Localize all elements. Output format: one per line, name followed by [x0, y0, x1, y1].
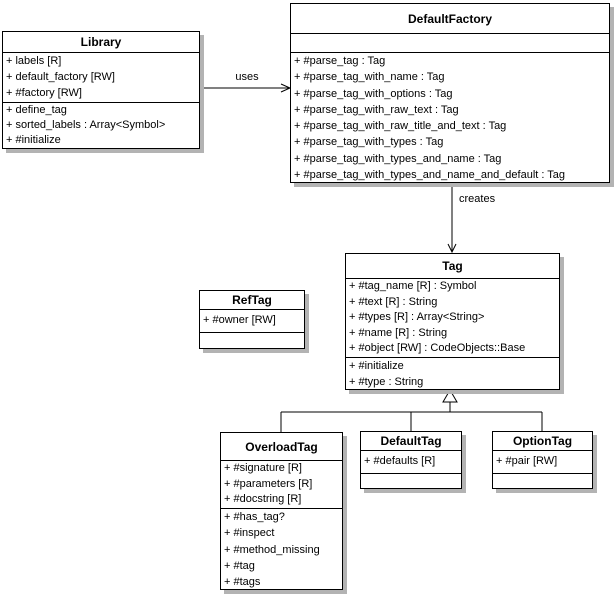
- member-row: + #tag_name [R] : Symbol: [349, 280, 477, 292]
- member-row: + #parse_tag_with_raw_text : Tag: [294, 103, 459, 116]
- member-row: + labels [R]: [6, 55, 62, 67]
- attributes-compartment: + #owner [RW]: [200, 310, 304, 333]
- uses-label: uses: [215, 71, 279, 83]
- member-row: + #owner [RW]: [203, 314, 276, 326]
- attributes-compartment: + #pair [RW]: [493, 451, 592, 474]
- member-row: + #method_missing: [224, 543, 320, 556]
- generalization-hollow-triangle: [442, 389, 458, 403]
- methods-compartment: [361, 474, 461, 488]
- attributes-compartment: + labels [R] + default_factory [RW] + #fac…: [3, 53, 199, 103]
- class-overloadtag[interactable]: OverloadTag + #signature [R] + #parameter…: [220, 432, 343, 590]
- class-title: DefaultFactory: [291, 4, 609, 34]
- member-row: + #name [R] : String: [349, 326, 448, 339]
- creates-open-arrowhead: [447, 243, 457, 254]
- member-row: + #object [RW] : CodeObjects::Base: [349, 342, 526, 355]
- methods-compartment: + define_tag + sorted_labels : Array<Symb…: [3, 103, 199, 148]
- member-row: + #tag: [224, 559, 255, 572]
- methods-compartment: + #has_tag? + #inspect + #method_missing + …: [221, 509, 342, 589]
- class-reftag[interactable]: RefTag + #owner [RW]: [199, 290, 305, 349]
- member-row: + #pair [RW]: [496, 455, 558, 467]
- member-row: + #types [R] : Array<String>: [349, 311, 485, 324]
- member-row: + #parse_tag_with_options : Tag: [294, 87, 453, 100]
- member-row: + #parse_tag_with_types_and_name_and_def…: [294, 169, 566, 182]
- attributes-compartment: + #signature [R] + #parameters [R] + #docs…: [221, 461, 342, 509]
- class-title: OverloadTag: [221, 433, 342, 461]
- methods-compartment: + #initialize + #type : String: [346, 358, 559, 389]
- attributes-compartment: [291, 34, 609, 53]
- member-row: + #parse_tag_with_name : Tag: [294, 71, 445, 84]
- member-row: + #text [R] : String: [349, 295, 438, 308]
- attributes-compartment: + #tag_name [R] : Symbol + #text [R] : St…: [346, 279, 559, 358]
- member-row: + #parameters [R]: [224, 477, 313, 490]
- class-library[interactable]: Library + labels [R] + default_factory [R…: [2, 31, 200, 149]
- methods-compartment: + #parse_tag : Tag + #parse_tag_with_name…: [291, 53, 609, 182]
- member-row: + #parse_tag_with_raw_title_and_text : T…: [294, 120, 507, 133]
- class-optiontag[interactable]: OptionTag + #pair [RW]: [492, 431, 593, 489]
- uses-open-arrowhead: [280, 83, 292, 93]
- class-tag[interactable]: Tag + #tag_name [R] : Symbol + #text [R] …: [345, 253, 560, 390]
- class-defaulttag[interactable]: DefaultTag + #defaults [R]: [360, 431, 462, 489]
- methods-compartment: [200, 333, 304, 348]
- member-row: + #docstring [R]: [224, 493, 302, 506]
- class-title: Tag: [346, 254, 559, 279]
- member-row: + default_factory [RW]: [6, 71, 115, 83]
- member-row: + #initialize: [6, 134, 61, 146]
- member-row: + #type : String: [349, 376, 424, 388]
- creates-label: creates: [457, 193, 498, 205]
- member-row: + sorted_labels : Array<Symbol>: [6, 119, 166, 131]
- member-row: + #parse_tag_with_types_and_name : Tag: [294, 152, 502, 165]
- member-row: + #tags: [224, 576, 261, 589]
- class-title: RefTag: [200, 291, 304, 310]
- class-title: Library: [3, 32, 199, 53]
- class-title: OptionTag: [493, 432, 592, 451]
- member-row: + #defaults [R]: [364, 455, 436, 467]
- class-defaultfactory[interactable]: DefaultFactory + #parse_tag : Tag+ #pars…: [290, 3, 610, 183]
- member-row: + define_tag: [6, 104, 67, 116]
- attributes-compartment: + #defaults [R]: [361, 451, 461, 474]
- member-row: + #has_tag?: [224, 511, 285, 523]
- member-row: + #signature [R]: [224, 462, 302, 474]
- member-row: + #parse_tag : Tag: [294, 55, 386, 67]
- member-row: + #factory [RW]: [6, 87, 82, 99]
- member-row: + #parse_tag_with_types : Tag: [294, 136, 444, 149]
- methods-compartment: [493, 474, 592, 488]
- member-row: + #initialize: [349, 360, 404, 372]
- member-row: + #inspect: [224, 527, 275, 540]
- class-title: DefaultTag: [361, 432, 461, 451]
